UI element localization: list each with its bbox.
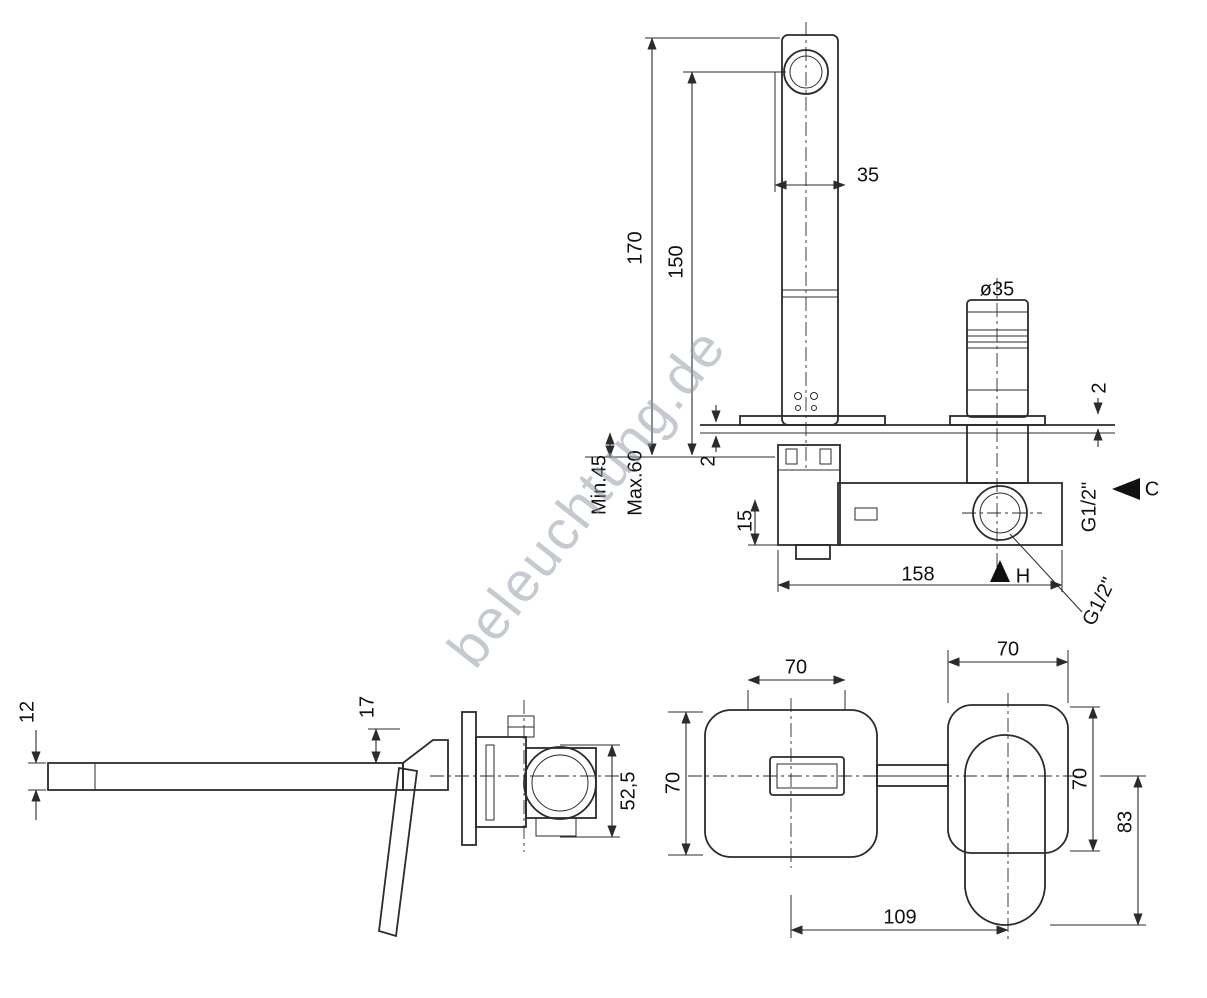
- dim-spout-plate-height: 70: [662, 772, 684, 794]
- dim-height-total: 170: [624, 231, 646, 264]
- spout-profile: [47, 762, 404, 791]
- valve-body: [837, 482, 1063, 546]
- dim-body-length: 158: [901, 563, 934, 585]
- hot-flow-arrow-icon: [990, 560, 1010, 582]
- dim-wall-min: Min.45: [588, 455, 610, 515]
- handle-plate-front: [947, 704, 1069, 854]
- dim-spout-plate-width: 70: [785, 656, 807, 678]
- dim-plate-gap-left: 2: [697, 455, 719, 466]
- cold-label: C: [1145, 478, 1159, 500]
- dim-spout-width: 35: [857, 164, 879, 186]
- cartridge-column: [966, 299, 1029, 418]
- watermark: beleuchtung.de: [435, 316, 738, 679]
- dim-spout-drop: 15: [734, 510, 756, 532]
- dim-cartridge-diameter: ø35: [980, 278, 1014, 300]
- handle-lever-profile: [378, 766, 419, 938]
- wall-plate-profile: [461, 711, 477, 846]
- dim-handle-length: 83: [1114, 811, 1136, 833]
- spout-wall-flange: [739, 415, 886, 426]
- cold-flow-arrow-icon: [1112, 478, 1140, 500]
- dim-body-height: 52,5: [617, 772, 639, 811]
- dim-hot-inlet-thread: G1/2": [1078, 574, 1120, 629]
- dim-handle-plate-width: 70: [997, 638, 1019, 660]
- dim-handle-plate-height: 70: [1069, 768, 1091, 790]
- dim-spout-base-height: 17: [356, 696, 378, 718]
- side-profile-view: 12 17 52,5: [16, 696, 639, 938]
- hot-label: H: [1016, 565, 1030, 587]
- front-view: 70 70 70 70 83 109: [662, 638, 1146, 940]
- dim-plate-gap-right: 2: [1088, 382, 1110, 393]
- valve-circle-profile: [523, 746, 597, 820]
- spout-outlet-front: [769, 756, 845, 796]
- top-side-view: 35 170 150 Min.45 Max.60 2 2 ø35 15 158 …: [585, 22, 1159, 629]
- dim-height-to-spout: 150: [665, 245, 687, 278]
- handle-front: [964, 734, 1046, 926]
- dim-center-distance: 109: [883, 906, 916, 928]
- dim-cold-inlet-thread: G1/2": [1078, 482, 1100, 532]
- dim-wall-max: Max.60: [624, 450, 646, 516]
- dim-spout-tip-height: 12: [16, 701, 38, 723]
